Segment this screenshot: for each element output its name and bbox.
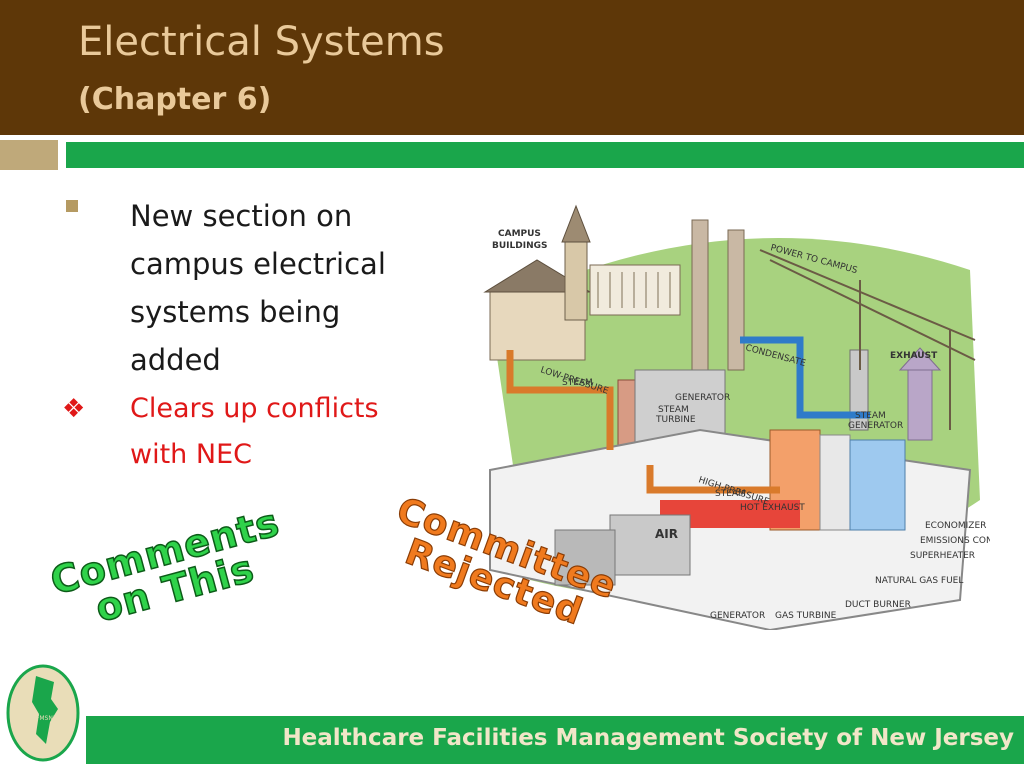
svg-text:STEAM: STEAM [562,378,593,388]
svg-text:HOT EXHAUST: HOT EXHAUST [740,503,805,513]
svg-text:STEAM: STEAM [658,405,689,415]
svg-text:GAS TURBINE: GAS TURBINE [775,611,837,621]
svg-text:SUPERHEATER: SUPERHEATER [910,551,975,561]
svg-text:DUCT BURNER: DUCT BURNER [845,600,911,610]
sub-bullet-text: Clears up conflicts with NEC [130,393,379,470]
slide-title: Electrical Systems [78,19,445,65]
hfmsnj-logo: HFMSNJ [6,664,80,762]
svg-text:STEAM: STEAM [855,411,886,421]
svg-text:GENERATOR: GENERATOR [675,393,730,403]
bullet-list: New section on campus electrical systems… [60,192,440,478]
footer-organization-name: Healthcare Facilities Management Society… [282,725,1014,751]
svg-text:ECONOMIZER: ECONOMIZER [925,521,986,531]
slide-subtitle: (Chapter 6) [78,82,272,117]
comments-on-this-stamp: Comments on This [44,499,295,638]
svg-text:GENERATOR: GENERATOR [848,421,903,431]
svg-text:STEAM: STEAM [715,489,746,499]
bullet-item: New section on campus electrical systems… [60,192,440,384]
cogeneration-plant-diagram: CAMPUS BUILDINGS POWER TO CAMPUS CONDENS… [483,204,990,630]
accent-bar-green [66,142,1024,168]
diamond-bullet-icon: ❖ [62,394,86,424]
sub-bullet-item: ❖ Clears up conflicts with NEC [60,386,440,478]
square-bullet-icon [66,200,78,212]
svg-text:TURBINE: TURBINE [655,415,696,425]
campus-buildings-illustration [483,204,681,361]
accent-block-tan [0,140,58,170]
footer-bar: Healthcare Facilities Management Society… [86,716,1024,764]
svg-text:AIR: AIR [655,527,678,541]
svg-text:CAMPUS: CAMPUS [498,229,541,239]
power-plant-building-illustration [489,428,972,630]
svg-text:NATURAL GAS FUEL: NATURAL GAS FUEL [875,576,963,586]
svg-text:HFMSNJ: HFMSNJ [31,715,54,722]
bullet-text: New section on campus electrical systems… [130,199,386,377]
title-bar: Electrical Systems (Chapter 6) [0,0,1024,135]
svg-text:EMISSIONS CONTROLS: EMISSIONS CONTROLS [920,536,990,546]
smoke-stacks-illustration [691,219,869,431]
svg-text:GENERATOR: GENERATOR [710,611,765,621]
svg-text:EXHAUST: EXHAUST [890,351,938,361]
svg-text:BUILDINGS: BUILDINGS [492,241,547,251]
